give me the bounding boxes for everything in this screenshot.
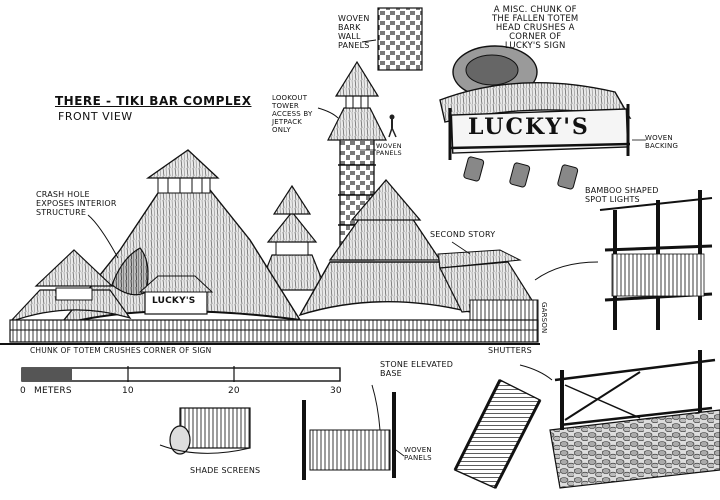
scale-unit: METERS [34,386,72,396]
label-woven-backing: WOVEN BACKING [645,134,679,150]
label-shutters: SHUTTERS [488,346,532,355]
label-second-story: SECOND STORY [430,230,496,239]
scale-zero: 0 [20,386,26,396]
label-woven-panels-bottom: WOVEN PANELS [404,446,432,462]
label-totem-chunk: A MISC. CHUNK OF THE FALLEN TOTEM HEAD C… [492,5,579,51]
label-crash-hole: CRASH HOLE EXPOSES INTERIOR STRUCTURE [36,190,117,217]
left-hut [9,249,132,323]
label-woven-bark: WOVEN BARK WALL PANELS [338,14,370,50]
second-story [437,241,539,331]
base-colonnade [0,319,540,345]
scale-ten: 10 [122,386,134,396]
woven-panel-frame [302,384,405,480]
artist-signature: GARSON [540,302,548,334]
label-shade-screens: SHADE SCREENS [190,466,261,475]
luckys-sign-detail [439,45,646,190]
shade-screens [159,407,251,455]
main-hut [58,149,302,327]
scale-twenty: 20 [228,386,240,396]
sign-main-text: LUCKY'S [468,114,590,140]
label-stone-base: STONE ELEVATED BASE [380,360,454,378]
railing-detail [534,190,713,330]
building-sign [138,275,214,315]
scale-bar [21,366,341,382]
label-spot-lights: BAMBOO SHAPED SPOT LIGHTS [585,186,659,204]
small-pagoda [257,184,327,291]
page-title: THERE - TIKI BAR COMPLEX [55,94,252,108]
label-woven-panels-tower: WOVEN PANELS [376,142,402,157]
stone-base-fence [519,350,720,489]
ladder-ramp [453,379,542,489]
woven-bark-swatch [361,7,423,71]
sign-building-text: LUCKY'S [152,296,196,306]
label-lookout: LOOKOUT TOWER ACCESS BY JETPACK ONLY [272,94,313,134]
page-subtitle: FRONT VIEW [58,110,133,123]
center-hut [298,178,472,317]
label-chunk-totem: CHUNK OF TOTEM CRUSHES CORNER OF SIGN [30,346,212,355]
scale-thirty: 30 [330,386,342,396]
